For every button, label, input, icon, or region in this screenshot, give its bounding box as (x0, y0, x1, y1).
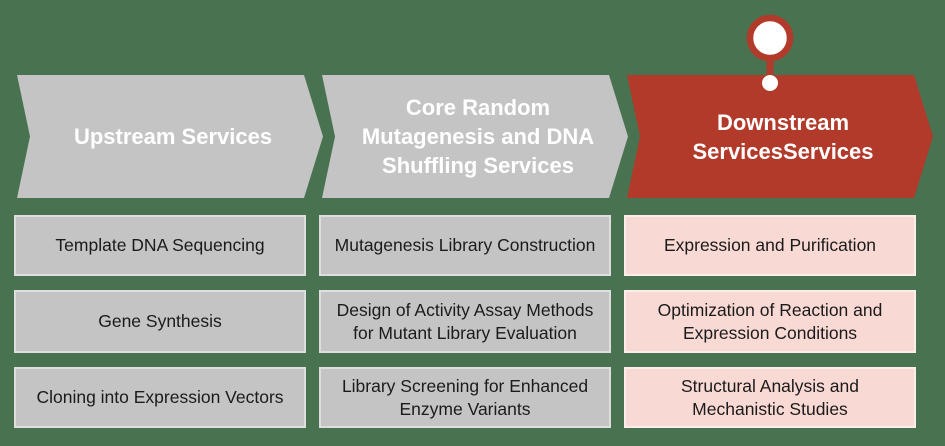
pin-head-circle (746, 14, 794, 62)
downstream-header-label: Downstream ServicesServices (692, 109, 874, 164)
column-downstream: Downstream ServicesServices Expression a… (624, 0, 933, 446)
service-box-label: Template DNA Sequencing (55, 235, 265, 255)
service-box-label: Mutagenesis Library Construction (334, 235, 596, 255)
service-box-label: Structural Analysis and Mechanistic Stud… (680, 375, 859, 419)
upstream-header-arrow: Upstream Services (17, 75, 323, 198)
pin-stem (766, 56, 774, 84)
core-services-header-arrow: Core Random Mutagenesis and DNA Shufflin… (322, 75, 628, 198)
service-box-label: Expression and Purification (663, 235, 877, 255)
service-box: Gene Synthesis (14, 290, 306, 353)
service-box: Template DNA Sequencing (14, 215, 306, 276)
service-box: Structural Analysis and Mechanistic Stud… (624, 367, 916, 428)
service-box: Cloning into Expression Vectors (14, 367, 306, 428)
service-box: Mutagenesis Library Construction (319, 215, 611, 276)
column-core-services: Core Random Mutagenesis and DNA Shufflin… (319, 0, 628, 446)
column-upstream: Upstream Services Template DNA Sequencin… (14, 0, 323, 446)
service-box-label: Library Screening for Enhanced Enzyme Va… (341, 375, 589, 419)
downstream-header-arrow: Downstream ServicesServices (627, 75, 933, 198)
service-box: Library Screening for Enhanced Enzyme Va… (319, 367, 611, 428)
service-box-label: Cloning into Expression Vectors (36, 387, 284, 407)
pin-base-dot (762, 75, 778, 91)
service-box-label: Gene Synthesis (98, 311, 222, 331)
upstream-header-label: Upstream Services (73, 124, 273, 149)
location-pin-icon (746, 14, 794, 91)
service-box: Expression and Purification (624, 215, 916, 276)
service-box-label: Design of Activity Assay Methods for Mut… (336, 299, 594, 343)
service-box: Optimization of Reaction and Expression … (624, 290, 916, 353)
service-box: Design of Activity Assay Methods for Mut… (319, 290, 611, 353)
service-box-label: Optimization of Reaction and Expression … (657, 299, 883, 343)
core-services-header-label: Core Random Mutagenesis and DNA Shufflin… (361, 95, 595, 178)
